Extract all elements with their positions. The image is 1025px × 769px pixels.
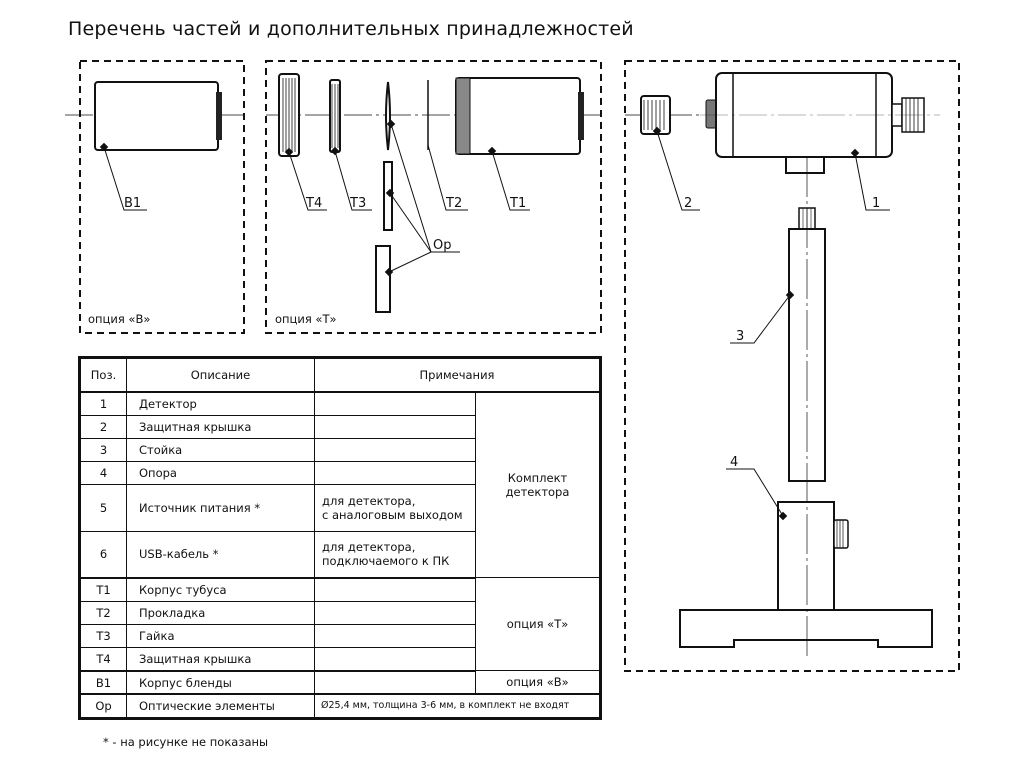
option-t-panel [265,60,602,334]
detector-panel [624,60,960,672]
callout-4: 4 [730,455,738,470]
op-note: Ø25,4 мм, толщина 3-6 мм, в комплект не … [314,693,600,719]
callout-2: 2 [684,196,692,211]
parts-table: Поз. Описание Примечания 1 Детектор Комп… [78,356,602,720]
option-t-label: опция «Т» [275,312,337,326]
row-note: для детектора,подключаемого к ПК [314,530,476,579]
table-row: 4 Опора [80,461,600,486]
row-note: для детектора,с аналоговым выходом [314,484,476,532]
t3-nut [329,79,341,153]
header-desc: Описание [126,357,315,393]
op-filter-2 [375,245,391,313]
option-b-panel [79,60,245,334]
callout-3: 3 [736,329,744,344]
header-pos: Поз. [80,357,127,393]
table-row: 6 USB-кабель * для детектора,подключаемо… [80,530,600,579]
callout-b1: B1 [124,196,141,211]
protective-cap [640,95,671,135]
table-row: T2 Прокладка [80,600,600,625]
table-row: T4 Защитная крышка [80,647,600,672]
b1-hood-body [94,81,222,151]
op-lens [385,81,391,151]
table-row: T1 Корпус тубуса опция «Т» [80,577,600,672]
detector-body [705,72,925,174]
footnote: * - на рисунке не показаны [103,735,269,749]
table-row: T3 Гайка [80,623,600,649]
callout-t4: T4 [305,196,322,211]
base [679,501,933,648]
header-notes: Примечания [314,357,600,393]
group-option-t: опция «Т» [475,577,600,672]
callout-1: 1 [872,196,880,211]
page-title: Перечень частей и дополнительных принадл… [68,18,634,40]
table-row: Op Оптические элементы Ø25,4 мм, толщина… [80,693,600,719]
b1-leader [103,146,147,211]
group-option-b: опция «В» [475,670,600,696]
t4-cap [278,73,300,157]
row-desc: Детектор [126,391,315,416]
t1-tube-body [455,77,584,155]
option-b-label: опция «В» [88,312,150,326]
callout-t1: T1 [509,196,526,211]
callout-op: Op [433,238,451,253]
callout-t3: T3 [349,196,366,211]
row-pos: 1 [80,391,127,416]
table-row: 3 Стойка [80,437,600,463]
callout-t2: T2 [445,196,462,211]
table-row: B1 Корпус бленды опция «В» [80,670,600,696]
